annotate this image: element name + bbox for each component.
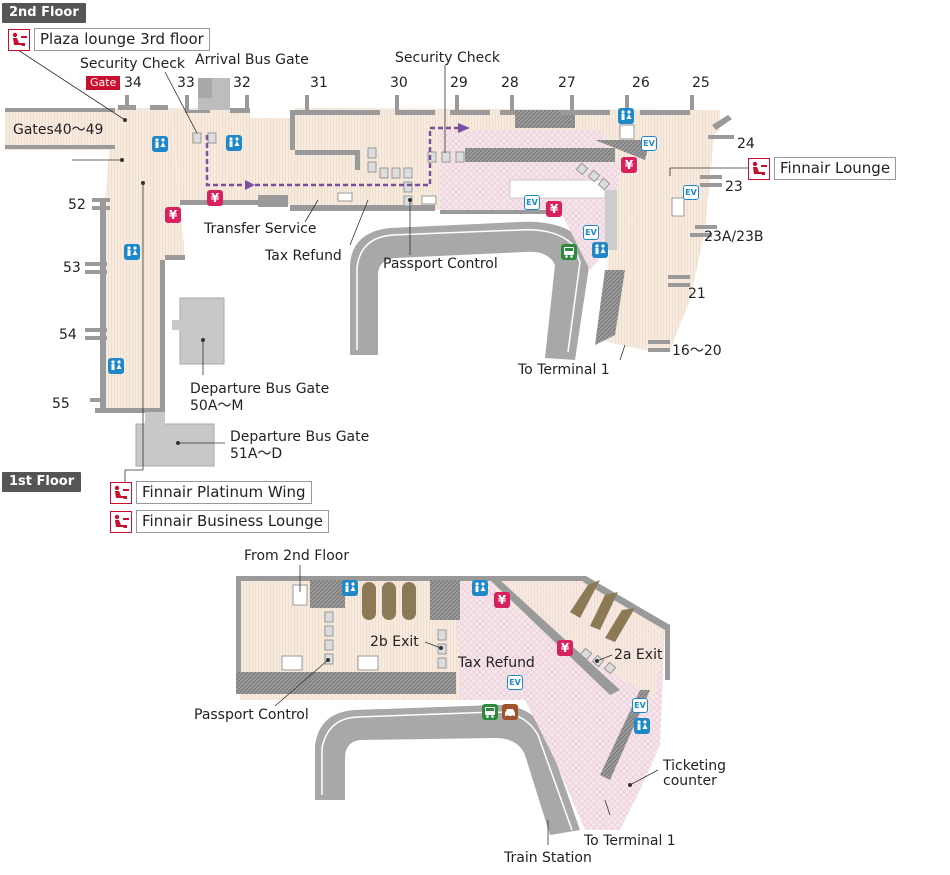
- departure-bus-gate-50-sub: 50A～M: [190, 398, 244, 414]
- departure-bus-gate-50: [179, 297, 225, 365]
- security-check-right: Security Check: [395, 50, 501, 66]
- gate-23ab: 23A/23B: [704, 229, 764, 245]
- passport-control-1f: Passport Control: [194, 707, 309, 723]
- currency-exchange-icon: ¥: [494, 592, 510, 608]
- gates-40-49-wing: [5, 110, 115, 150]
- elevator-icon: EV: [632, 698, 648, 713]
- ticketing-counter-1: Ticketing: [663, 758, 727, 774]
- security-check-left: Security Check: [80, 56, 186, 72]
- gate-31: 31: [310, 75, 328, 91]
- east-wing: [600, 118, 715, 350]
- wall-hatched-east: [595, 270, 625, 345]
- lower-wall-hatched: [236, 672, 456, 694]
- gate-32: 32: [233, 75, 251, 91]
- currency-exchange-icon: ¥: [207, 190, 223, 206]
- finnair-lounge[interactable]: Finnair Lounge: [748, 157, 897, 180]
- toilet-icon: [592, 242, 608, 258]
- plaza-lounge-label: Plaza lounge 3rd floor: [34, 28, 210, 51]
- currency-exchange-icon: ¥: [621, 157, 637, 173]
- ticketing-counter-2: counter: [663, 773, 717, 789]
- gate-33: 33: [177, 75, 195, 91]
- elevator-icon: EV: [641, 136, 657, 151]
- finnair-platinum-wing[interactable]: Finnair Platinum Wing: [110, 481, 312, 504]
- second-floor-title: 2nd Floor: [2, 3, 86, 23]
- toilet-icon: [618, 108, 634, 124]
- road-upper: [350, 221, 590, 360]
- plaza-lounge[interactable]: Plaza lounge 3rd floor: [8, 28, 210, 51]
- gate-21: 21: [688, 286, 706, 302]
- lounge-icon: [748, 157, 770, 180]
- elevator-icon: EV: [583, 225, 599, 240]
- gate-30: 30: [390, 75, 408, 91]
- first-floor-plan: [236, 565, 670, 845]
- road-lower: [315, 704, 580, 835]
- tax-refund-2f: Tax Refund: [265, 248, 342, 264]
- toilet-icon: [342, 580, 358, 596]
- bus-icon: [561, 244, 577, 260]
- toilet-icon: [108, 358, 124, 374]
- finnair-business-lounge-label: Finnair Business Lounge: [136, 510, 329, 533]
- gate-23: 23: [725, 179, 743, 195]
- arrival-bus-gate: Arrival Bus Gate: [195, 52, 309, 68]
- gates-40-49: Gates40～49: [13, 122, 104, 138]
- bus-icon: [482, 704, 498, 720]
- gate-27: 27: [558, 75, 576, 91]
- departure-bus-gate-51: [135, 423, 215, 467]
- second-floor-plan: [5, 49, 748, 485]
- passport-control-2f: Passport Control: [383, 256, 498, 272]
- gate-54: 54: [59, 327, 77, 343]
- gate-25: 25: [692, 75, 710, 91]
- tax-refund-1f: Tax Refund: [458, 655, 535, 671]
- gate-53: 53: [63, 260, 81, 276]
- toilet-icon: [472, 580, 488, 596]
- gate-26: 26: [632, 75, 650, 91]
- lounge-icon: [8, 28, 30, 51]
- lower-floor-east-stripe: [490, 580, 665, 700]
- finnair-platinum-wing-label: Finnair Platinum Wing: [136, 481, 312, 504]
- elevator-icon: EV: [524, 195, 540, 210]
- currency-exchange-icon: ¥: [546, 201, 562, 217]
- transfer-service: Transfer Service: [204, 221, 317, 237]
- currency-exchange-icon: ¥: [557, 640, 573, 656]
- gate-24: 24: [737, 136, 755, 152]
- wall-hatched-center: [465, 148, 615, 162]
- lounge-icon: [110, 510, 132, 533]
- toilet-icon: [152, 136, 168, 152]
- gate-34: 34: [124, 75, 142, 91]
- to-terminal1-1f: To Terminal 1: [584, 833, 676, 849]
- gate-28: 28: [501, 75, 519, 91]
- gate-29: 29: [450, 75, 468, 91]
- gate-16-20: 16～20: [672, 343, 722, 359]
- gate-tag: Gate: [86, 76, 121, 90]
- elevator-icon: EV: [683, 185, 699, 200]
- elevator-icon: EV: [507, 675, 523, 690]
- taxi-icon: [502, 704, 518, 720]
- departure-bus-gate-51: Departure Bus Gate: [230, 429, 370, 445]
- gate-55: 55: [52, 396, 70, 412]
- gate-52: 52: [68, 197, 86, 213]
- first-floor-title: 1st Floor: [2, 472, 82, 492]
- from-2nd-floor: From 2nd Floor: [244, 548, 350, 564]
- transfer-route: [205, 135, 245, 187]
- exit-2a: 2a Exit: [614, 647, 663, 663]
- train-station: Train Station: [504, 850, 592, 866]
- west-concourse: [100, 108, 185, 412]
- exit-2b: 2b Exit: [370, 634, 419, 650]
- departure-bus-gate-50: Departure Bus Gate: [190, 381, 330, 397]
- departure-bus-gate-51-sub: 51A～D: [230, 446, 283, 462]
- lounge-icon: [110, 481, 132, 504]
- finnair-lounge-label: Finnair Lounge: [774, 157, 897, 180]
- to-terminal1-2f: To Terminal 1: [518, 362, 610, 378]
- toilet-icon: [124, 244, 140, 260]
- toilet-icon: [634, 718, 650, 734]
- currency-exchange-icon: ¥: [165, 207, 181, 223]
- toilet-icon: [226, 135, 242, 151]
- finnair-business-lounge[interactable]: Finnair Business Lounge: [110, 510, 329, 533]
